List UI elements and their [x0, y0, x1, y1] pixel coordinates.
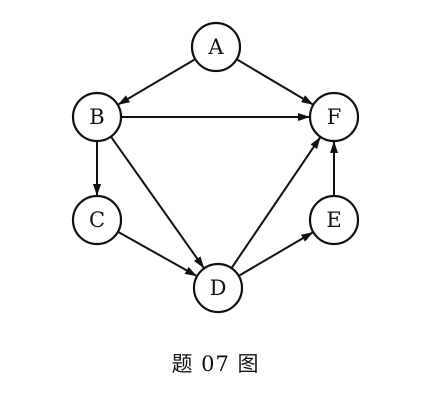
edge-d-to-e	[238, 231, 314, 277]
node-label: F	[327, 105, 342, 129]
node-label: C	[89, 208, 105, 232]
node-b: B	[71, 91, 123, 143]
figure-caption: 题 07 图	[171, 352, 260, 376]
edge-a-to-b	[117, 58, 196, 106]
node-circle	[308, 91, 360, 143]
node-label: B	[89, 105, 104, 129]
node-f: F	[308, 91, 360, 143]
node-label: A	[207, 35, 224, 59]
node-a: A	[190, 21, 242, 73]
node-circle	[308, 194, 360, 246]
nodes: A B C D E F	[71, 21, 360, 314]
node-circle	[71, 194, 123, 246]
edge-d-to-f	[230, 136, 321, 269]
edge-a-to-f	[236, 58, 314, 106]
node-d: D	[192, 262, 244, 314]
edge-b-to-d	[110, 136, 205, 269]
edge-c-to-d	[117, 230, 198, 277]
node-label: D	[210, 276, 227, 300]
node-circle	[71, 91, 123, 143]
node-label: E	[326, 208, 341, 232]
node-circle	[192, 262, 244, 314]
edges	[93, 58, 338, 277]
node-e: E	[308, 194, 360, 246]
node-c: C	[71, 194, 123, 246]
node-circle	[190, 21, 242, 73]
